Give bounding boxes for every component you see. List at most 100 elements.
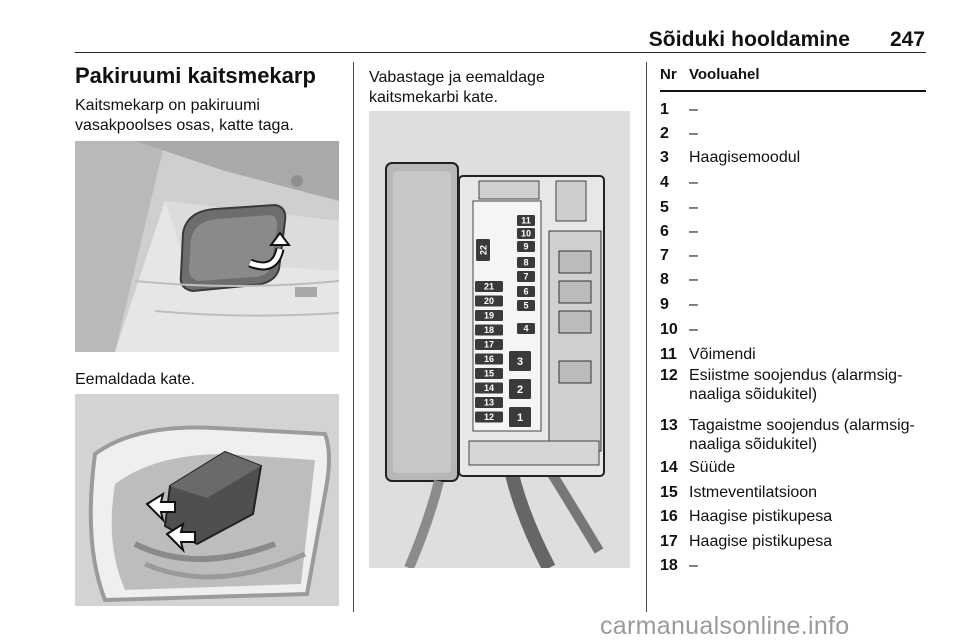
watermark: carmanualsonline.info	[600, 612, 850, 640]
fuse-label: 15	[475, 368, 503, 379]
circuit-name: –	[689, 173, 926, 192]
column-divider-left	[353, 62, 354, 612]
fuse-label: 20	[475, 295, 503, 307]
fuse-label: 8	[517, 257, 535, 268]
circuit-name: –	[689, 100, 926, 119]
fuse-number: 9	[660, 296, 669, 313]
fuse-number: 8	[660, 271, 669, 288]
fuse-label: 4	[517, 323, 535, 334]
fuse-number-text: 1	[517, 412, 523, 424]
fuse-number: 15	[660, 484, 678, 501]
fuse-number: 7	[660, 247, 669, 264]
circuit-name-line2: naaliga sõidukitel)	[689, 436, 818, 453]
page-number: 247	[889, 28, 925, 51]
fuse-number-text: 7	[523, 272, 528, 282]
fuse-number-text: 19	[484, 311, 494, 321]
trunk-panel-figure	[75, 141, 339, 352]
fuse-number-text: 18	[484, 325, 494, 335]
fuse-number: 12	[660, 367, 678, 384]
circuit-name-line1: –	[689, 199, 698, 216]
column-divider-right	[646, 62, 647, 612]
fuse-label: 18	[475, 324, 503, 336]
fuse-number-text: 6	[523, 287, 528, 297]
fuse-label: 10	[517, 228, 535, 239]
fuse-number-text: 15	[484, 369, 494, 379]
fuse-number: 1	[660, 101, 669, 118]
fuse-label: 11	[517, 215, 535, 226]
fuse-label: 17	[475, 339, 503, 350]
fuse-number: 14	[660, 459, 678, 476]
step-release-cover-line2: kaitsmekarbi kate.	[369, 89, 498, 106]
circuit-name-line1: –	[689, 296, 698, 313]
circuit-name-line1: –	[689, 271, 698, 288]
circuit-name-line1: Võimendi	[689, 346, 756, 363]
fuse-number-text: 13	[484, 398, 494, 408]
fuse-label: 21	[475, 281, 503, 292]
fuse-box-cover-figure	[75, 394, 339, 606]
circuit-name-line1: –	[689, 223, 698, 240]
step-release-cover-line1: Vabastage ja eemaldage	[369, 69, 545, 86]
step-remove-cover-text: Eemaldada kate.	[75, 371, 196, 388]
fuse-label: 1	[509, 407, 531, 427]
fuse-label: 7	[517, 271, 535, 282]
fuse-number: 10	[660, 321, 678, 338]
fuse-label-rotated: 22	[476, 239, 490, 261]
fuse-number: 3	[660, 149, 669, 166]
circuit-name-line1: Tagaistme soojendus (alarmsig-	[689, 417, 915, 434]
fuse-number: 13	[660, 417, 678, 434]
circuit-name: Tagaistme soojendus (alarmsig-naaliga sõ…	[689, 416, 926, 454]
circuit-name: Istmeventilatsioon	[689, 483, 926, 502]
circuit-name: Haagise pistikupesa	[689, 507, 926, 526]
circuit-name: Võimendi	[689, 345, 926, 364]
circuit-name: –	[689, 270, 926, 289]
fuse-label: 5	[517, 300, 535, 311]
fuse-number: 18	[660, 557, 678, 574]
circuit-name-line1: –	[689, 125, 698, 142]
circuit-name: –	[689, 246, 926, 265]
fuse-label: 14	[475, 382, 503, 394]
intro-text-line1: Kaitsmekarp on pakiruumi	[75, 97, 260, 114]
fuse-number-text: 16	[484, 354, 494, 364]
circuit-name-line1: Haagise pistikupesa	[689, 533, 833, 550]
circuit-name-line2: naaliga sõidukitel)	[689, 386, 818, 403]
circuit-name: Süüde	[689, 458, 926, 477]
fuse-label: 6	[517, 286, 535, 297]
column-header-nr: Nr	[660, 66, 677, 83]
circuit-name: –	[689, 295, 926, 314]
fuse-label: 2	[509, 379, 531, 399]
fuse-number: 16	[660, 508, 678, 525]
circuit-name-line1: –	[689, 247, 698, 264]
circuit-name-line1: Esiistme soojendus (alarmsig-	[689, 367, 903, 384]
circuit-name: –	[689, 222, 926, 241]
circuit-name: –	[689, 124, 926, 143]
fuse-number-text: 2	[517, 384, 523, 396]
fuse-number-text: 14	[484, 383, 494, 393]
fuse-number-text: 20	[484, 296, 494, 306]
circuit-name: Esiistme soojendus (alarmsig-naaliga sõi…	[689, 366, 926, 404]
circuit-name-line1: Haagisemoodul	[689, 149, 801, 166]
fuse-table-header: Nr Vooluahel	[660, 66, 926, 92]
fuse-number-text: 11	[521, 216, 531, 226]
fuse-number: 4	[660, 174, 669, 191]
fuse-number-text: 5	[523, 301, 528, 311]
chapter-title: Sõiduki hooldamine	[648, 28, 850, 51]
circuit-name: Haagisemoodul	[689, 148, 926, 167]
fuse-label: 9	[517, 241, 535, 252]
circuit-name-line1: –	[689, 321, 698, 338]
fuse-number: 17	[660, 533, 678, 550]
fuse-number: 11	[660, 346, 677, 363]
fuse-number-text: 22	[479, 245, 489, 255]
fuse-label: 3	[509, 351, 531, 371]
circuit-name-line1: –	[689, 174, 698, 191]
circuit-name: –	[689, 198, 926, 217]
column-header-circuit: Vooluahel	[689, 66, 760, 83]
circuit-name-line1: Istmeventilatsioon	[689, 484, 818, 501]
intro-text-line2: vasakpoolses osas, katte taga.	[75, 117, 294, 134]
fuse-number-text: 12	[484, 412, 494, 422]
circuit-name-line1: –	[689, 101, 698, 118]
fuse-number-text: 4	[523, 324, 528, 334]
circuit-name: –	[689, 556, 926, 575]
fuse-number: 5	[660, 199, 669, 216]
fuse-number-text: 8	[523, 258, 528, 268]
